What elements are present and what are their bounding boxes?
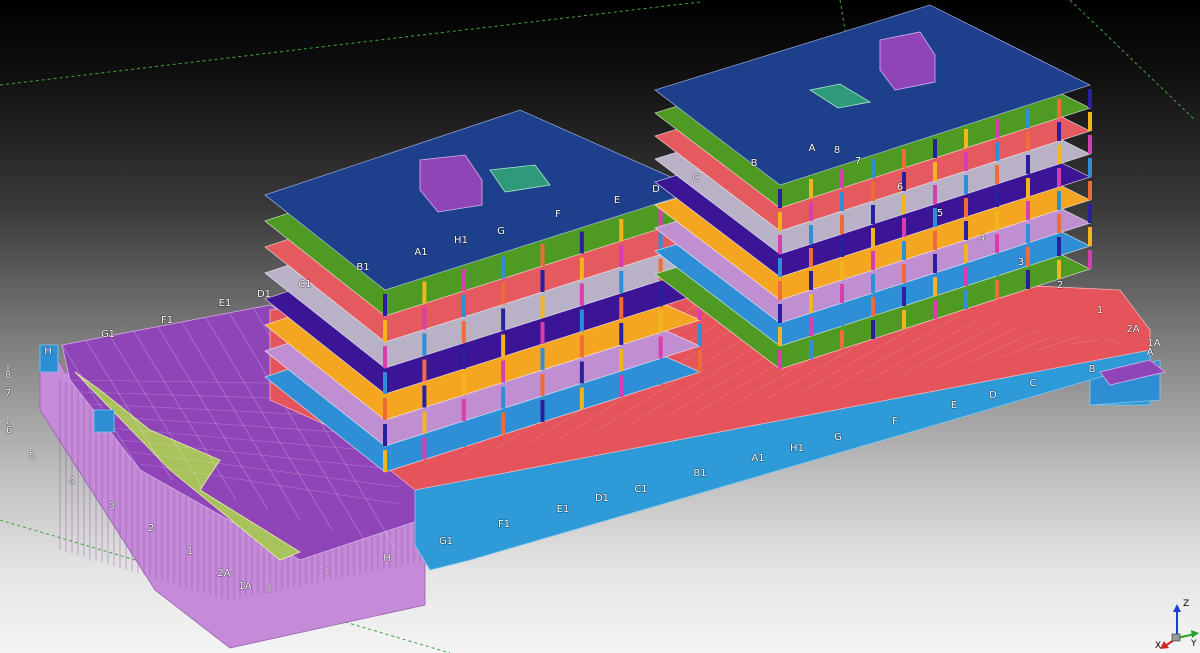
grid-label-tower-d: D <box>652 184 660 195</box>
grid-label-ramp-5: 5 <box>28 451 36 462</box>
axis-x-label: X <box>1155 641 1162 651</box>
grid-label-east-b-low: B <box>1088 364 1096 375</box>
grid-label-ramp-1: 1 <box>186 546 194 557</box>
ramp-grid-line <box>133 331 237 501</box>
grid-label-east-8: 8 <box>833 145 841 156</box>
podium-grid-line <box>899 322 1001 376</box>
grid-label-east-2a: 2A <box>1126 324 1140 335</box>
grid-label-podium-b1: B1 <box>693 468 707 479</box>
ramp-green-strip <box>74 371 301 561</box>
ramp-stair-core <box>39 344 59 373</box>
grid-label-podium-f1: F1 <box>497 519 511 530</box>
grid-label-tower-e: E <box>613 195 621 206</box>
grid-label-podium-d: D <box>989 390 997 401</box>
grid-label-east-b: B <box>750 158 758 169</box>
ramp-grid-line <box>181 322 301 521</box>
grid-label-tower-a1: A1 <box>414 247 428 258</box>
grid-label-tower-h1: H1 <box>454 235 468 246</box>
ramp-grid-line <box>157 326 269 511</box>
grid-label-ramp-3: 3 <box>108 501 116 512</box>
grid-label-podium-c: C <box>1029 378 1037 389</box>
grid-label-ramp-6: 6 <box>5 425 13 436</box>
grid-label-podium-d1: D1 <box>594 493 610 504</box>
axis-z-label: Z <box>1183 599 1190 609</box>
grid-label-ramp-2a: 2A <box>217 568 231 579</box>
grid-label-ramp-j: J <box>6 414 10 425</box>
grid-label-east-5: 5 <box>936 208 944 219</box>
tower-east[interactable] <box>654 4 1092 370</box>
grid-label-podium-f: F <box>892 416 898 427</box>
podium-grid-line <box>865 318 981 383</box>
grid-label-tower-d1: D1 <box>256 289 272 300</box>
podium-stair-cap <box>1099 359 1166 386</box>
grid-label-east-4: 4 <box>978 233 986 244</box>
ramp-grid-line <box>139 463 401 505</box>
grid-label-podium-e1: E1 <box>556 504 570 515</box>
podium-grid-line <box>967 329 1041 364</box>
ramp-grid-line <box>109 427 401 454</box>
grid-label-podium-h1: H1 <box>790 443 804 454</box>
grid-label-east-3: 3 <box>1017 257 1025 268</box>
ramp-grid-line <box>109 335 205 491</box>
grid-label-tower-f: F <box>555 209 561 220</box>
grid-label-podium-g1: G1 <box>438 536 454 547</box>
ramp-grid-line <box>61 344 141 471</box>
podium-grid-line <box>933 325 1021 370</box>
podium-grid-line <box>1069 339 1101 345</box>
ramp-grid-line <box>119 439 401 471</box>
grid-label-ramp-7: 7 <box>4 388 12 399</box>
ramp-grid-line <box>129 451 401 488</box>
grid-label-east-1a: 1A <box>1147 338 1161 349</box>
grid-label-deck-e1: E1 <box>218 298 232 309</box>
grid-label-east-2: 2 <box>1056 280 1064 291</box>
grid-label-ramp-h-low: H <box>383 553 391 564</box>
grid-label-east-a: A <box>808 143 816 154</box>
grid-label-ramp-4: 4 <box>68 476 76 487</box>
ramp-grid-line <box>229 313 365 541</box>
roof-hatch-east <box>808 83 872 109</box>
grid-label-ramp-h: H <box>44 346 52 357</box>
podium-grid-line <box>1103 337 1121 344</box>
grid-label-ramp-8: 8 <box>4 370 12 381</box>
grid-label-east-a-low: A <box>1146 347 1154 358</box>
roof-hatch-west <box>489 164 551 193</box>
grid-label-east-7: 7 <box>854 156 862 167</box>
podium-grid-line <box>1001 332 1061 357</box>
axis-triad[interactable]: Z Y X <box>1155 598 1200 653</box>
grid-label-podium-a1: A1 <box>751 453 765 464</box>
axis-y-label: Y <box>1191 639 1197 649</box>
grid-label-podium-e: E <box>950 400 958 411</box>
ramp-grid-line <box>85 340 173 481</box>
grid-label-east-1: 1 <box>1096 305 1104 316</box>
grid-label-ramp-i-low: I <box>325 567 329 578</box>
ramp-lift-core <box>93 409 115 433</box>
grid-label-ramp-2: 2 <box>147 523 155 534</box>
podium-grid-line <box>831 315 961 389</box>
roof-plant-room-west <box>419 154 483 213</box>
grid-label-deck-g1: G1 <box>100 329 116 340</box>
grid-label-podium-g: G <box>834 432 842 443</box>
grid-label-ramp-1a: 1A <box>238 581 252 592</box>
podium-grid-line <box>797 311 941 395</box>
grid-label-podium-c1: C1 <box>634 484 648 495</box>
grid-label-tower-c: C <box>692 173 700 184</box>
grid-label-deck-f1: F1 <box>160 315 174 326</box>
grid-label-tower-b1: B1 <box>356 262 370 273</box>
grid-label-east-6: 6 <box>896 182 904 193</box>
grid-label-tower-g: G <box>497 226 505 237</box>
tower-west[interactable] <box>264 109 702 473</box>
roof-slab <box>654 4 1092 186</box>
grid-label-ramp-j-low: J <box>268 582 272 593</box>
roof-plant-room-east <box>879 31 936 91</box>
grid-label-tower-c1: C1 <box>298 279 312 290</box>
grid-label-ramp-i: I <box>6 363 10 374</box>
ramp-grid-line <box>205 317 333 531</box>
podium-grid-line <box>1035 336 1081 351</box>
axis-triad-icon <box>1160 604 1199 649</box>
